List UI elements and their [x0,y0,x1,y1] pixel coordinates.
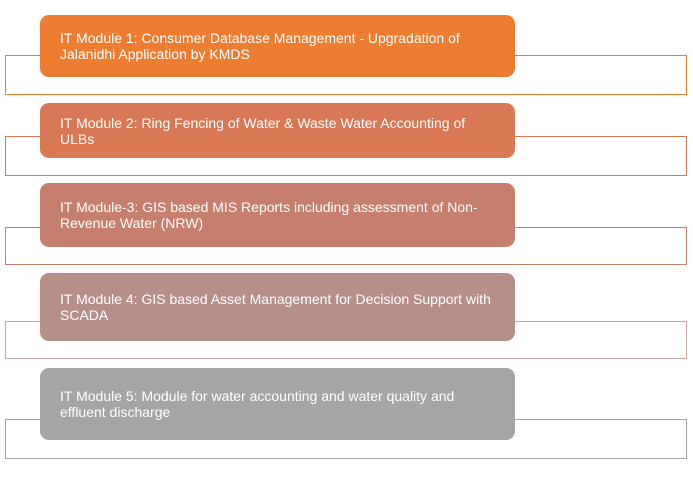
module-label-3: IT Module-3: GIS based MIS Reports inclu… [60,199,478,231]
module-label-2: IT Module 2: Ring Fencing of Water & Was… [60,114,466,147]
module-label-4: IT Module 4: GIS based Asset Management … [60,291,491,323]
module-label-1: IT Module 1: Consumer Database Managemen… [60,30,460,62]
module-box-3: IT Module-3: GIS based MIS Reports inclu… [40,183,515,247]
module-box-1: IT Module 1: Consumer Database Managemen… [40,15,515,77]
module-label-5: IT Module 5: Module for water accounting… [60,388,455,420]
module-box-5: IT Module 5: Module for water accounting… [40,368,515,440]
module-box-4: IT Module 4: GIS based Asset Management … [40,273,515,341]
module-box-2: IT Module 2: Ring Fencing of Water & Was… [40,103,515,158]
